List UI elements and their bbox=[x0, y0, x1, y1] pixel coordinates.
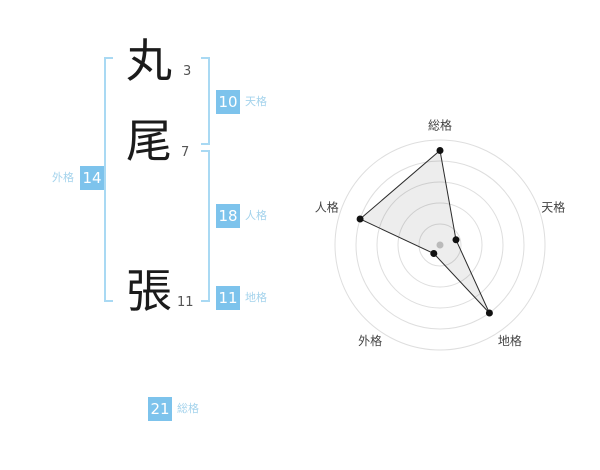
jinkaku-value-badge: 18 bbox=[216, 204, 240, 228]
radar-data-point bbox=[430, 250, 438, 257]
jinkaku-bracket bbox=[201, 150, 210, 302]
stroke-count-2: 7 bbox=[181, 145, 190, 160]
chikaku-label: 地格 bbox=[245, 291, 267, 304]
radar-ring bbox=[418, 223, 462, 267]
gaikaku-label: 外格 bbox=[52, 171, 74, 184]
radar-ring bbox=[355, 160, 525, 330]
radar-center-dot bbox=[436, 241, 444, 249]
name-character-2: 尾 bbox=[126, 114, 172, 168]
radar-axis-label: 人格 bbox=[315, 200, 339, 215]
gaikaku-value-badge: 14 bbox=[80, 166, 104, 190]
stroke-count-3: 11 bbox=[177, 295, 194, 310]
radar-ring bbox=[376, 181, 504, 309]
radar-ring bbox=[334, 139, 546, 351]
gaikaku-bracket bbox=[104, 57, 113, 302]
tenkaku-bracket bbox=[201, 57, 210, 145]
jinkaku-label: 人格 bbox=[245, 209, 267, 222]
soukaku-value-badge: 21 bbox=[148, 397, 172, 421]
tenkaku-label: 天格 bbox=[245, 95, 267, 108]
radar-polygon bbox=[359, 149, 490, 314]
soukaku-label: 総格 bbox=[177, 402, 199, 415]
tenkaku-value-badge: 10 bbox=[216, 90, 240, 114]
radar-axis-label: 地格 bbox=[498, 333, 522, 348]
name-character-3: 張 bbox=[126, 264, 172, 318]
radar-axis-label: 天格 bbox=[541, 200, 565, 215]
chikaku-value-badge: 11 bbox=[216, 286, 240, 310]
radar-data-point bbox=[452, 236, 460, 244]
radar-data-point bbox=[485, 309, 493, 317]
radar-data-point bbox=[436, 147, 444, 154]
name-character-1: 丸 bbox=[126, 34, 172, 88]
stroke-count-1: 3 bbox=[183, 64, 192, 79]
radar-axis-label: 外格 bbox=[358, 333, 382, 348]
radar-data-point bbox=[356, 215, 364, 223]
radar-axis-label: 総格 bbox=[428, 118, 452, 133]
radar-ring bbox=[397, 202, 483, 288]
radar-chart: 総格天格地格 外格 人格 bbox=[308, 113, 572, 377]
